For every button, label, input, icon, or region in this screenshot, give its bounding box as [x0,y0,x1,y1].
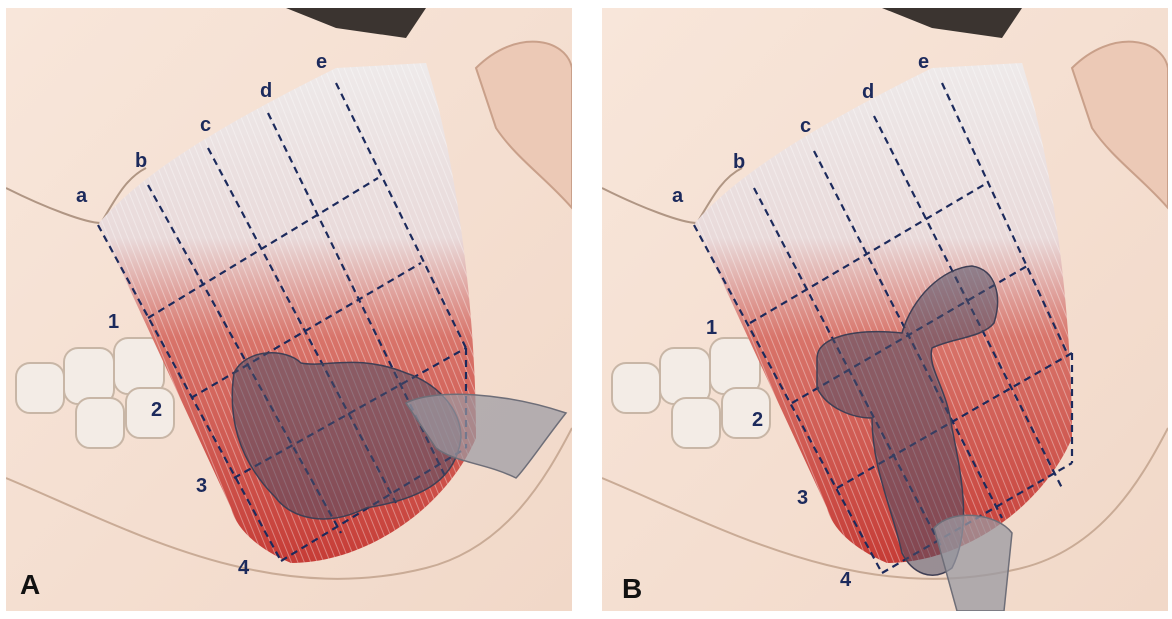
column-label: a [672,185,684,207]
column-label: d [260,80,272,102]
column-label: d [862,81,874,103]
row-label: 3 [797,487,808,509]
row-label: 4 [840,569,852,591]
column-label: b [733,151,745,173]
panel-a: a b c d e 1 2 3 4 A [6,8,572,611]
row-label: 4 [238,557,250,579]
panel-label: A [20,569,40,600]
column-label: a [76,185,88,207]
column-label: e [316,51,327,73]
row-label: 1 [706,317,717,339]
column-label: e [918,51,929,73]
row-label: 3 [196,475,207,497]
column-label: c [200,114,211,136]
row-label: 1 [108,311,119,333]
column-label: b [135,150,147,172]
masseter-diagram-a: a b c d e 1 2 3 4 A [6,8,572,611]
row-label: 2 [151,399,162,421]
column-label: c [800,115,811,137]
row-label: 2 [752,409,763,431]
panel-label: B [622,573,642,604]
panel-b: a b c d e 1 2 3 4 B [602,8,1168,611]
masseter-diagram-b: a b c d e 1 2 3 4 B [602,8,1168,611]
